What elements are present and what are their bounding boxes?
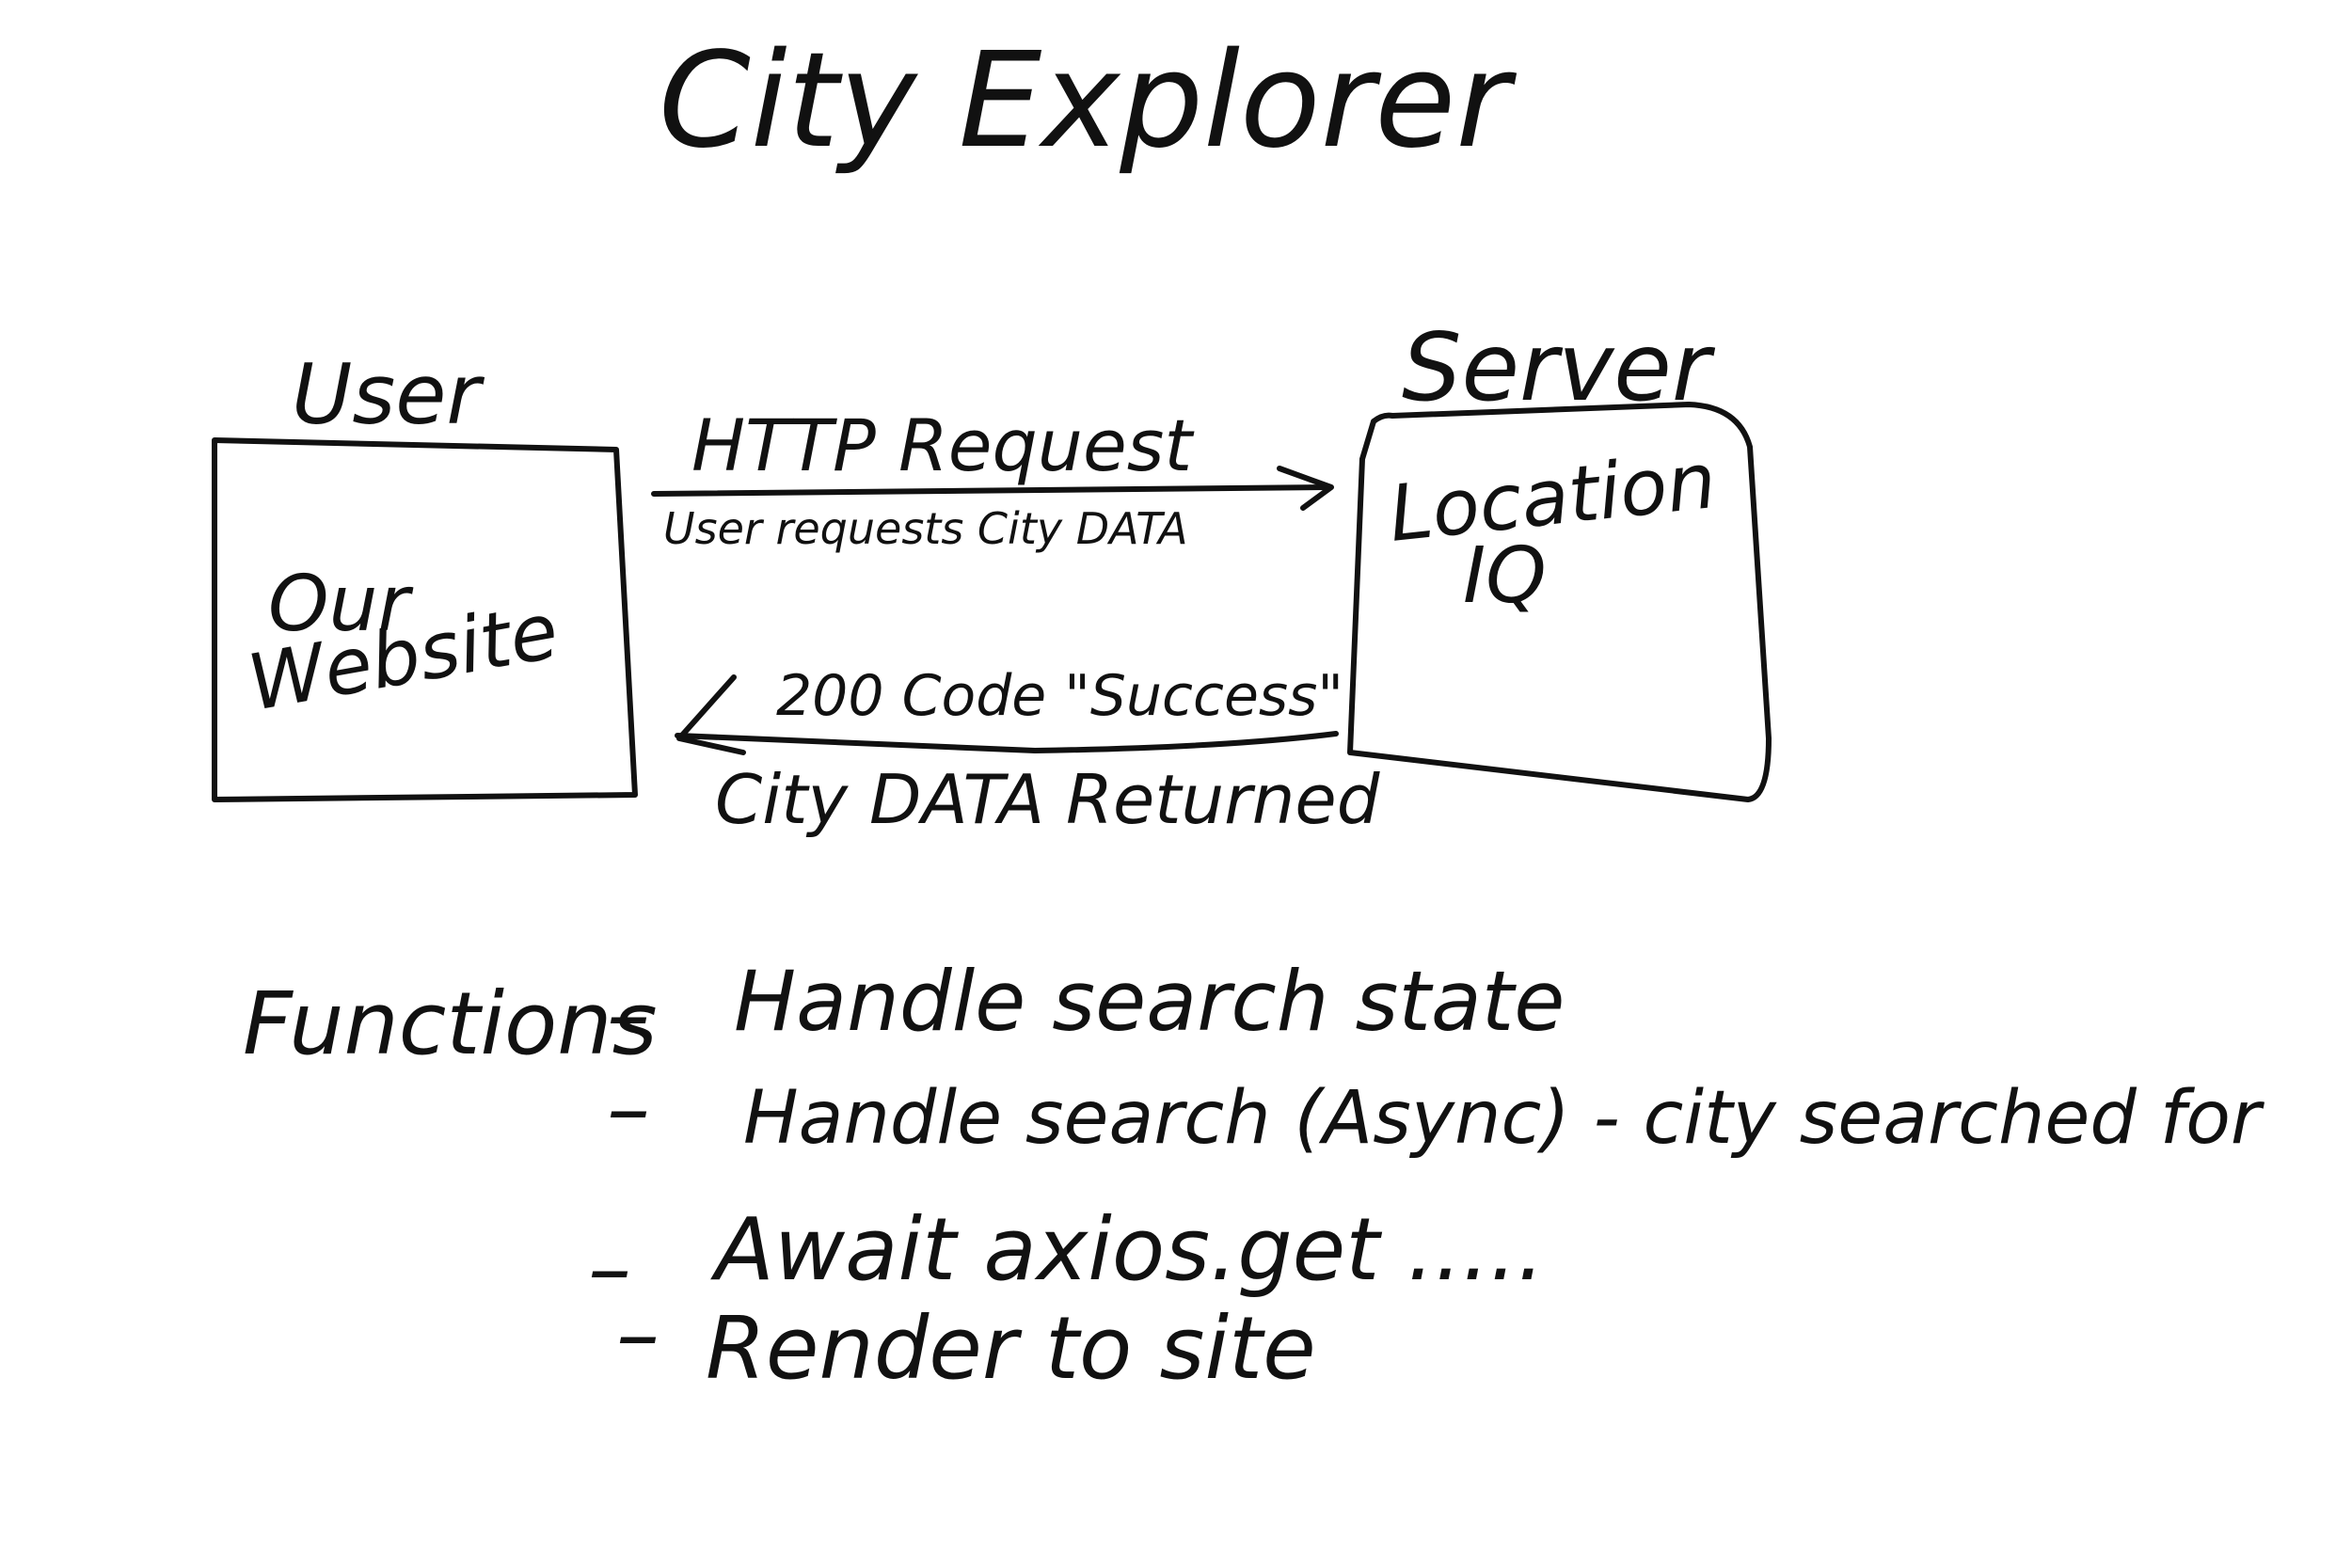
response-label: 200 Code "Success" bbox=[776, 663, 1343, 729]
response-arrowhead bbox=[676, 674, 746, 755]
server-box-line2: IQ bbox=[1463, 531, 1547, 621]
function-item-dash: – bbox=[607, 964, 650, 1065]
user-node: User Our Website bbox=[212, 346, 638, 802]
function-item: Await axios.get ..... bbox=[710, 1199, 1545, 1300]
function-item-dash: – bbox=[588, 1218, 631, 1319]
response-edge: 200 Code "Success" City DATA Returned bbox=[675, 663, 1381, 839]
user-heading: User bbox=[292, 346, 485, 443]
request-sublabel: User requests City DATA bbox=[663, 503, 1188, 554]
functions-section: Functions – Handle search state – Handle… bbox=[243, 953, 2265, 1399]
user-box-line1: Our bbox=[268, 560, 414, 649]
server-box-line1: Location bbox=[1385, 436, 1720, 560]
server-box bbox=[1347, 402, 1772, 802]
function-item-dash: – bbox=[616, 1284, 660, 1385]
request-edge: HTTP Request User requests City DATA bbox=[651, 404, 1334, 554]
request-arrowhead bbox=[1277, 466, 1334, 511]
diagram-title: City Explorer bbox=[659, 24, 1517, 178]
request-arrow-line bbox=[651, 484, 1329, 497]
server-node: Server Location IQ bbox=[1347, 312, 1772, 802]
function-item: Handle search state bbox=[734, 953, 1565, 1050]
user-box bbox=[212, 437, 638, 802]
functions-heading: Functions bbox=[243, 974, 658, 1074]
response-sublabel: City DATA Returned bbox=[715, 760, 1381, 839]
response-arrow-line bbox=[675, 731, 1339, 753]
request-label: HTTP Request bbox=[691, 404, 1195, 487]
function-item: Render to site bbox=[706, 1298, 1316, 1399]
function-item: Handle search (Async) - city searched fo… bbox=[743, 1076, 2265, 1161]
function-item-dash: – bbox=[607, 1058, 650, 1159]
